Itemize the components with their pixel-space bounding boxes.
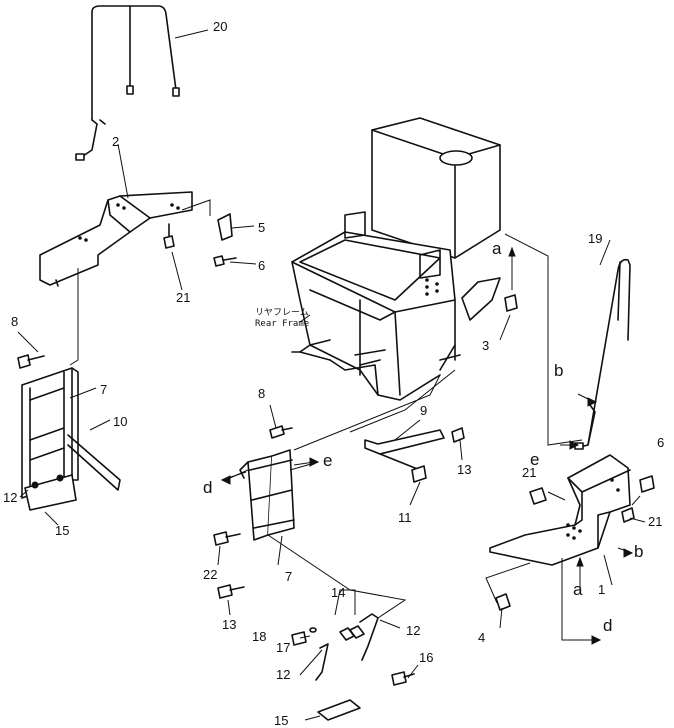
left-bracket-15 xyxy=(24,474,77,511)
right-bracket-3 xyxy=(461,277,518,321)
label-part-5: 5 xyxy=(258,220,266,235)
label-part-7-center: 7 xyxy=(285,569,293,584)
ref-a-bottom: a xyxy=(573,580,583,599)
label-part-20: 20 xyxy=(213,19,228,34)
ref-b-bottom: b xyxy=(634,542,644,561)
left-plate-2 xyxy=(39,191,193,287)
rear-frame-label-english: Rear Frame xyxy=(255,319,310,329)
left-bracket-7 xyxy=(21,367,79,499)
label-part-22: 22 xyxy=(203,567,218,582)
label-part-7-left: 7 xyxy=(100,382,108,397)
label-part-4: 4 xyxy=(478,630,486,645)
label-part-21-left: 21 xyxy=(176,290,191,305)
right-bracket-1 xyxy=(489,454,631,566)
label-part-8-left: 8 xyxy=(11,314,19,329)
ref-d-left: d xyxy=(203,478,213,497)
label-part-19: 19 xyxy=(588,231,603,246)
label-part-15-bottom: 15 xyxy=(274,713,289,728)
label-part-21-right: 21 xyxy=(522,465,537,480)
label-part-13-right: 13 xyxy=(457,462,472,477)
label-part-12-left: 12 xyxy=(3,490,18,505)
ref-e-right: e xyxy=(530,450,540,469)
ref-d-bottom: d xyxy=(603,616,613,635)
rear-frame-label-japanese: リヤフレーム xyxy=(255,308,309,318)
label-part-17: 17 xyxy=(276,640,291,655)
right-bolts xyxy=(495,475,655,611)
label-part-10: 10 xyxy=(113,414,128,429)
label-part-12-right: 12 xyxy=(406,623,421,638)
leader-lines xyxy=(17,29,646,721)
arrow-heads xyxy=(220,246,634,645)
ref-e-mid: e xyxy=(323,451,333,470)
label-part-9: 9 xyxy=(420,403,428,418)
center-bar-9 xyxy=(364,429,445,471)
left-bracket-10 xyxy=(67,434,121,491)
label-part-16: 16 xyxy=(419,650,434,665)
label-part-3: 3 xyxy=(482,338,490,353)
label-part-11: 11 xyxy=(398,510,412,525)
label-part-6-left: 6 xyxy=(258,258,266,273)
center-bracket-7 xyxy=(239,449,295,541)
label-part-1: 1 xyxy=(598,582,606,597)
label-part-18: 18 xyxy=(252,629,267,644)
left-bolts xyxy=(17,213,237,489)
small-parts xyxy=(291,613,415,721)
label-part-2: 2 xyxy=(112,134,120,149)
label-part-8-center: 8 xyxy=(258,386,266,401)
label-part-21-lower: 21 xyxy=(648,514,663,529)
label-part-13-left: 13 xyxy=(222,617,237,632)
center-bolts xyxy=(213,425,465,599)
ref-b-top: b xyxy=(554,361,564,380)
label-part-6-right: 6 xyxy=(657,435,665,450)
label-part-15-left: 15 xyxy=(55,523,70,538)
label-part-14: 14 xyxy=(331,585,346,600)
ref-a-top: a xyxy=(492,239,502,258)
right-tube-19 xyxy=(574,258,631,450)
label-part-12-bottom: 12 xyxy=(276,667,291,682)
rear-frame xyxy=(291,117,501,401)
left-tube-20 xyxy=(75,5,180,161)
